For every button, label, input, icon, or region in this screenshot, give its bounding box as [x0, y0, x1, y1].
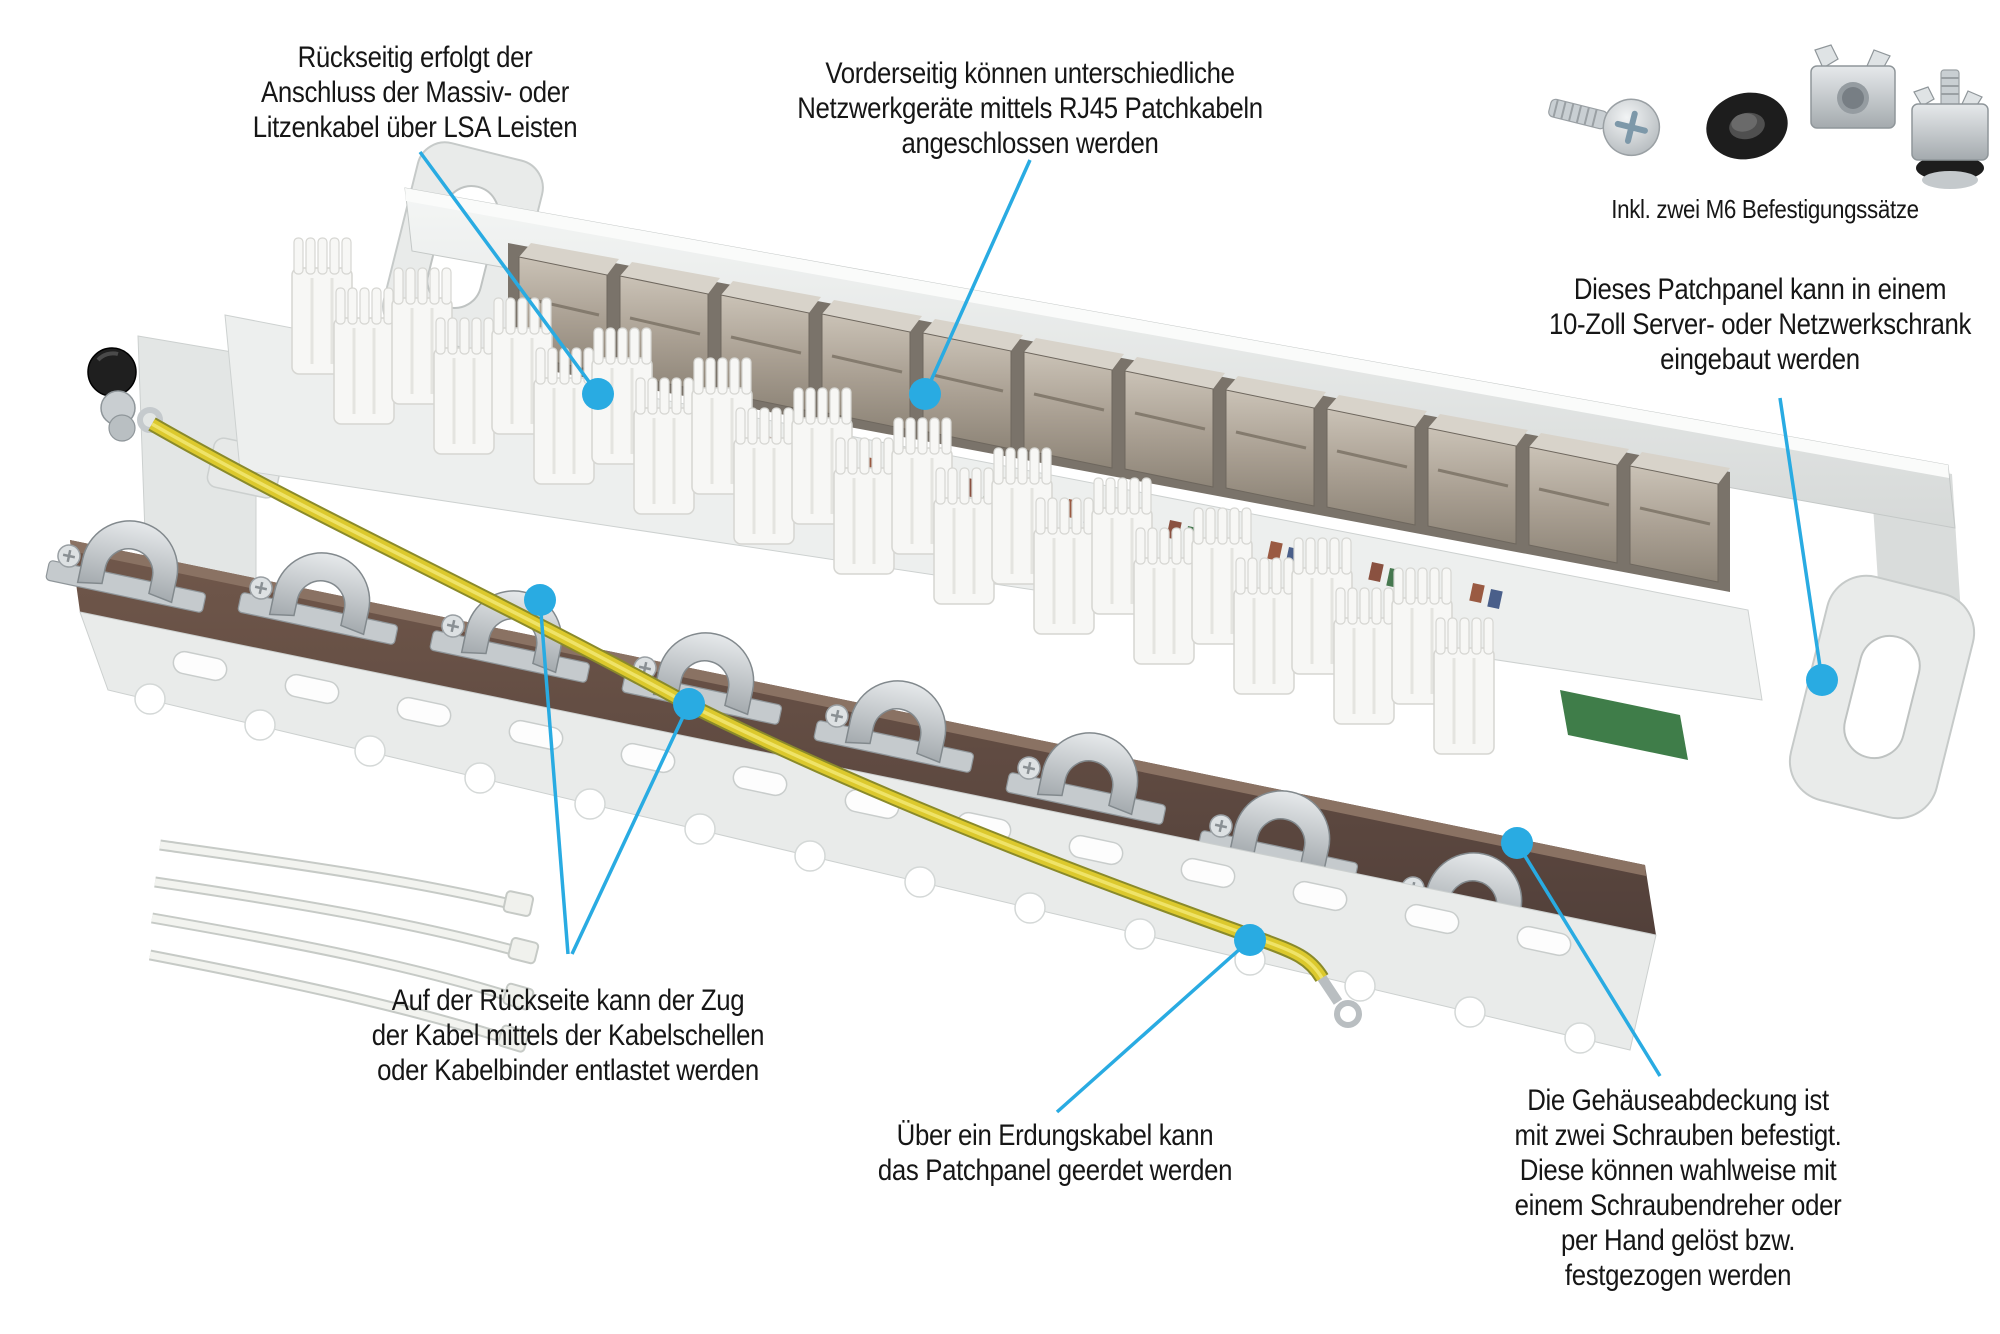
lsa-block [732, 406, 796, 546]
callout-text-rack-mount: Dieses Patchpanel kann in einem 10-Zoll … [1548, 273, 1972, 377]
callout-dot-rj45-front [909, 378, 941, 410]
tray-edge-notches [134, 683, 1596, 1054]
callout-dot-rack-mount [1806, 664, 1838, 696]
m6-screw-icon [1548, 98, 1661, 157]
lsa-block [832, 436, 896, 576]
callout-line-grounding [1055, 938, 1252, 1114]
lsa-block [1032, 496, 1096, 636]
callout-text-strain-relief: Auf der Rückseite kann der Zug der Kabel… [371, 984, 765, 1088]
callout-line-clamp [538, 599, 570, 955]
hardware-caption: Inkl. zwei M6 Befestigungssätze [1611, 194, 1919, 224]
callout-line-cover-screws [1515, 842, 1662, 1077]
rj45-module [1325, 393, 1429, 527]
callout-line-tie-slot [570, 703, 691, 955]
callout-text-rj45-front: Vorderseitig können unterschiedliche Net… [797, 57, 1263, 161]
lsa-block [1432, 616, 1496, 756]
ground-screw [87, 347, 163, 442]
callout-line-rack-mount [1778, 397, 1824, 681]
rj45-module [1022, 336, 1126, 470]
pcb-green-edge [1560, 690, 1688, 760]
m6-cage-nut-with-screw-icon [1911, 69, 1989, 189]
callout-dots [524, 378, 1838, 956]
lsa-block [432, 316, 496, 456]
right-mounting-ear [1788, 460, 1976, 820]
ground-lug-ring [1334, 1000, 1362, 1028]
lsa-block [532, 346, 596, 486]
m6-cage-nut-icon [1810, 44, 1896, 129]
rj45-module [1628, 450, 1732, 584]
cable-tie-head [497, 890, 540, 1053]
callout-dot-clamp [524, 584, 556, 616]
lsa-block [1232, 556, 1296, 696]
rj45-module [1224, 374, 1328, 508]
callout-dot-grounding [1234, 924, 1266, 956]
callout-text-grounding: Über ein Erdungskabel kann das Patchpane… [877, 1119, 1233, 1188]
lsa-block [1332, 586, 1396, 726]
lsa-block [932, 466, 996, 606]
callout-dot-lsa-rear [582, 378, 614, 410]
callout-text-cover-screws: Die Gehäuseabdeckung ist mit zwei Schrau… [1514, 1084, 1842, 1293]
callout-line-rj45-front [923, 159, 1032, 395]
rj45-module [1426, 412, 1530, 546]
lsa-block [1132, 526, 1196, 666]
lsa-block [632, 376, 696, 516]
rj45-module [1123, 355, 1227, 489]
callout-dot-cover-screws [1501, 827, 1533, 859]
m6-hardware-set [1548, 44, 1989, 189]
callout-dot-tie-slot [673, 688, 705, 720]
module-bay-shadow [508, 243, 1730, 592]
m6-washer-icon [1706, 92, 1788, 160]
cable-ties [148, 839, 540, 1053]
callout-lines [418, 150, 1824, 1114]
rj45-module [1527, 431, 1631, 565]
callout-line-lsa-rear [418, 150, 600, 396]
lsa-block [332, 286, 396, 426]
chassis-top-edge-highlight [405, 188, 1949, 478]
callout-text-lsa-rear: Rückseitig erfolgt der Anschluss der Mas… [252, 41, 578, 145]
